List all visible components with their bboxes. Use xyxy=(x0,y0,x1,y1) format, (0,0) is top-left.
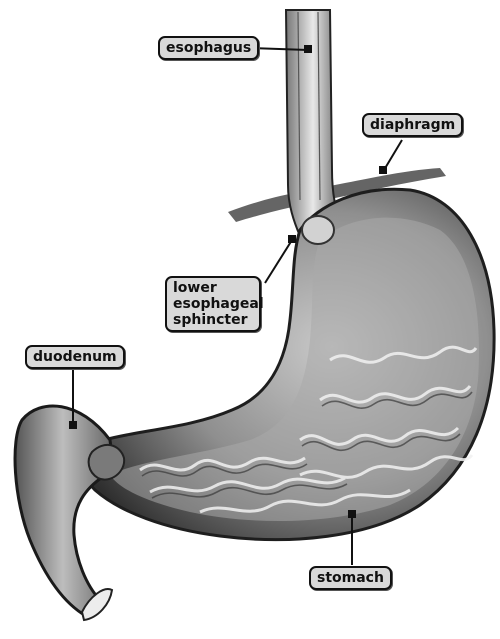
label-lower-esophageal-sphincter: lower esophageal sphincter xyxy=(165,276,261,332)
label-duodenum: duodenum xyxy=(25,345,125,369)
label-esophagus: esophagus xyxy=(158,36,259,60)
pylorus-shape xyxy=(89,445,125,480)
label-diaphragm: diaphragm xyxy=(362,113,463,137)
label-stomach: stomach xyxy=(309,566,392,590)
duodenum-shape xyxy=(15,406,111,616)
sphincter-shape xyxy=(302,216,334,244)
